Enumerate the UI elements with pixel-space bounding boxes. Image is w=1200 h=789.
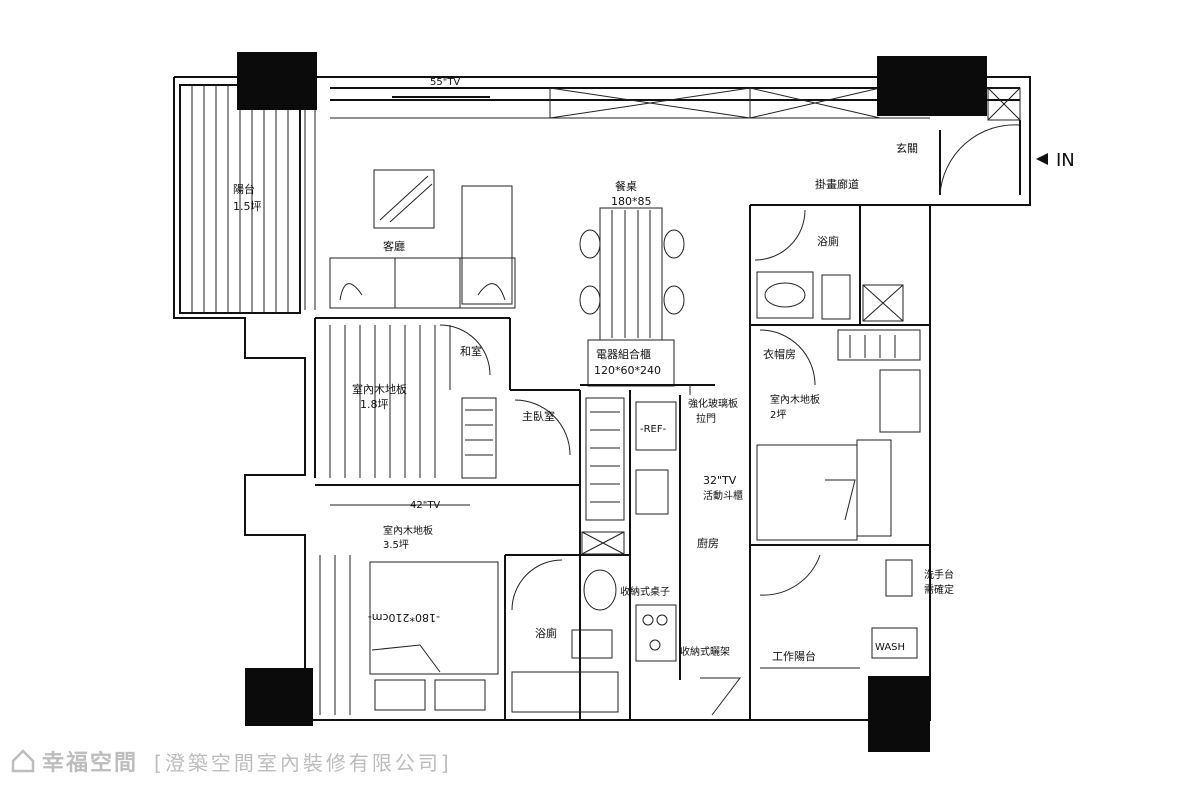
watermark-company: [澄築空間室內裝修有限公司] [154, 750, 452, 775]
interior-walls [314, 204, 930, 720]
label-master: 主臥室 [522, 409, 555, 423]
pillar-top-right [877, 56, 987, 116]
washing-machine [871, 627, 918, 659]
kitchen-sink [635, 469, 669, 515]
wood-floor-areas [319, 324, 625, 715]
label-washitsu: 和室 [460, 344, 482, 358]
label-hidden-table: 收納式桌子 [620, 585, 670, 598]
label-floor-wood-b-size: 2坪 [770, 408, 786, 421]
label-cabinet-size: 120*60*240 [594, 364, 661, 377]
coffee-table [373, 169, 435, 229]
label-wash-basin: 洗手台 [924, 568, 954, 581]
label-tv-55: 55"TV [430, 77, 460, 88]
bed-2 [856, 439, 892, 537]
washitsu-closet [461, 397, 497, 479]
laundry-sink [885, 559, 913, 597]
label-dining-size: 180*85 [611, 195, 652, 208]
label-wash-basin-2: 需確定 [924, 583, 954, 596]
structural-pillars [237, 52, 987, 752]
kitchen-and-bath-2 [511, 385, 742, 716]
master-bed [369, 561, 499, 675]
dining-set [579, 207, 685, 387]
label-entry: 玄關 [896, 141, 918, 155]
label-floor-wood-a-size: 1.8坪 [360, 398, 389, 411]
label-balcony-size: 1.5坪 [233, 200, 262, 213]
living-furniture [329, 96, 516, 309]
house-logo-icon [11, 749, 35, 773]
label-floor-wood-b: 室內木地板 [770, 393, 820, 406]
label-wash: WASH [875, 642, 905, 653]
label-closet: 衣帽房 [763, 347, 796, 361]
label-ref: -REF- [640, 424, 667, 435]
in-arrow-icon [1036, 153, 1048, 165]
dining-table [599, 207, 663, 341]
label-in: IN [1056, 150, 1075, 171]
label-tv-32: 32"TV [703, 474, 737, 487]
label-work-balcony: 工作陽台 [772, 649, 816, 663]
label-living: 客廳 [383, 239, 405, 253]
refrigerator [635, 401, 677, 451]
master-closet [585, 397, 625, 521]
label-balcony: 陽台 [233, 182, 255, 196]
closet-rack [837, 329, 921, 361]
label-kitchen: 廚房 [697, 536, 719, 550]
sofa-side [461, 185, 513, 305]
entry-door [939, 87, 1048, 196]
pillar-bottom-right [868, 676, 930, 752]
label-tv-32-note: 活動斗櫃 [703, 489, 743, 502]
appliance-cabinet [587, 339, 675, 387]
right-rooms [754, 209, 921, 669]
label-glass-door-2: 拉門 [696, 412, 716, 425]
label-bath-2: 浴廁 [535, 626, 557, 640]
toilet [821, 274, 851, 320]
label-floor-wood-c-size: 3.5坪 [383, 538, 409, 551]
room-labels: 55"TV 陽台 1.5坪 客廳 餐桌 180*85 玄關 IN 掛畫廊道 浴廁… [233, 77, 1075, 663]
label-bed-size: -180*210cm- [368, 611, 440, 624]
pillar-top-left [237, 52, 317, 110]
pillar-bottom-left [245, 668, 313, 726]
label-hallway: 掛畫廊道 [815, 177, 859, 191]
balcony-slats [191, 85, 289, 313]
wash-basin [756, 271, 814, 319]
label-dining-table: 餐桌 [615, 179, 637, 193]
label-bath-main: 浴廁 [817, 234, 839, 248]
label-tv-42: 42"TV [410, 500, 440, 511]
stove [635, 604, 677, 662]
label-storage-rack: 收納式曬架 [680, 645, 730, 658]
watermark: 幸福空間 [澄築空間室內裝修有限公司] [10, 744, 452, 778]
label-floor-wood-a: 室內木地板 [352, 382, 407, 396]
label-cabinet: 電器組合櫃 [596, 347, 651, 361]
label-floor-wood-c: 室內木地板 [383, 524, 433, 537]
label-glass-door: 強化玻璃板 [688, 397, 738, 410]
sofa [329, 257, 516, 309]
watermark-brand: 幸福空間 [42, 751, 139, 776]
